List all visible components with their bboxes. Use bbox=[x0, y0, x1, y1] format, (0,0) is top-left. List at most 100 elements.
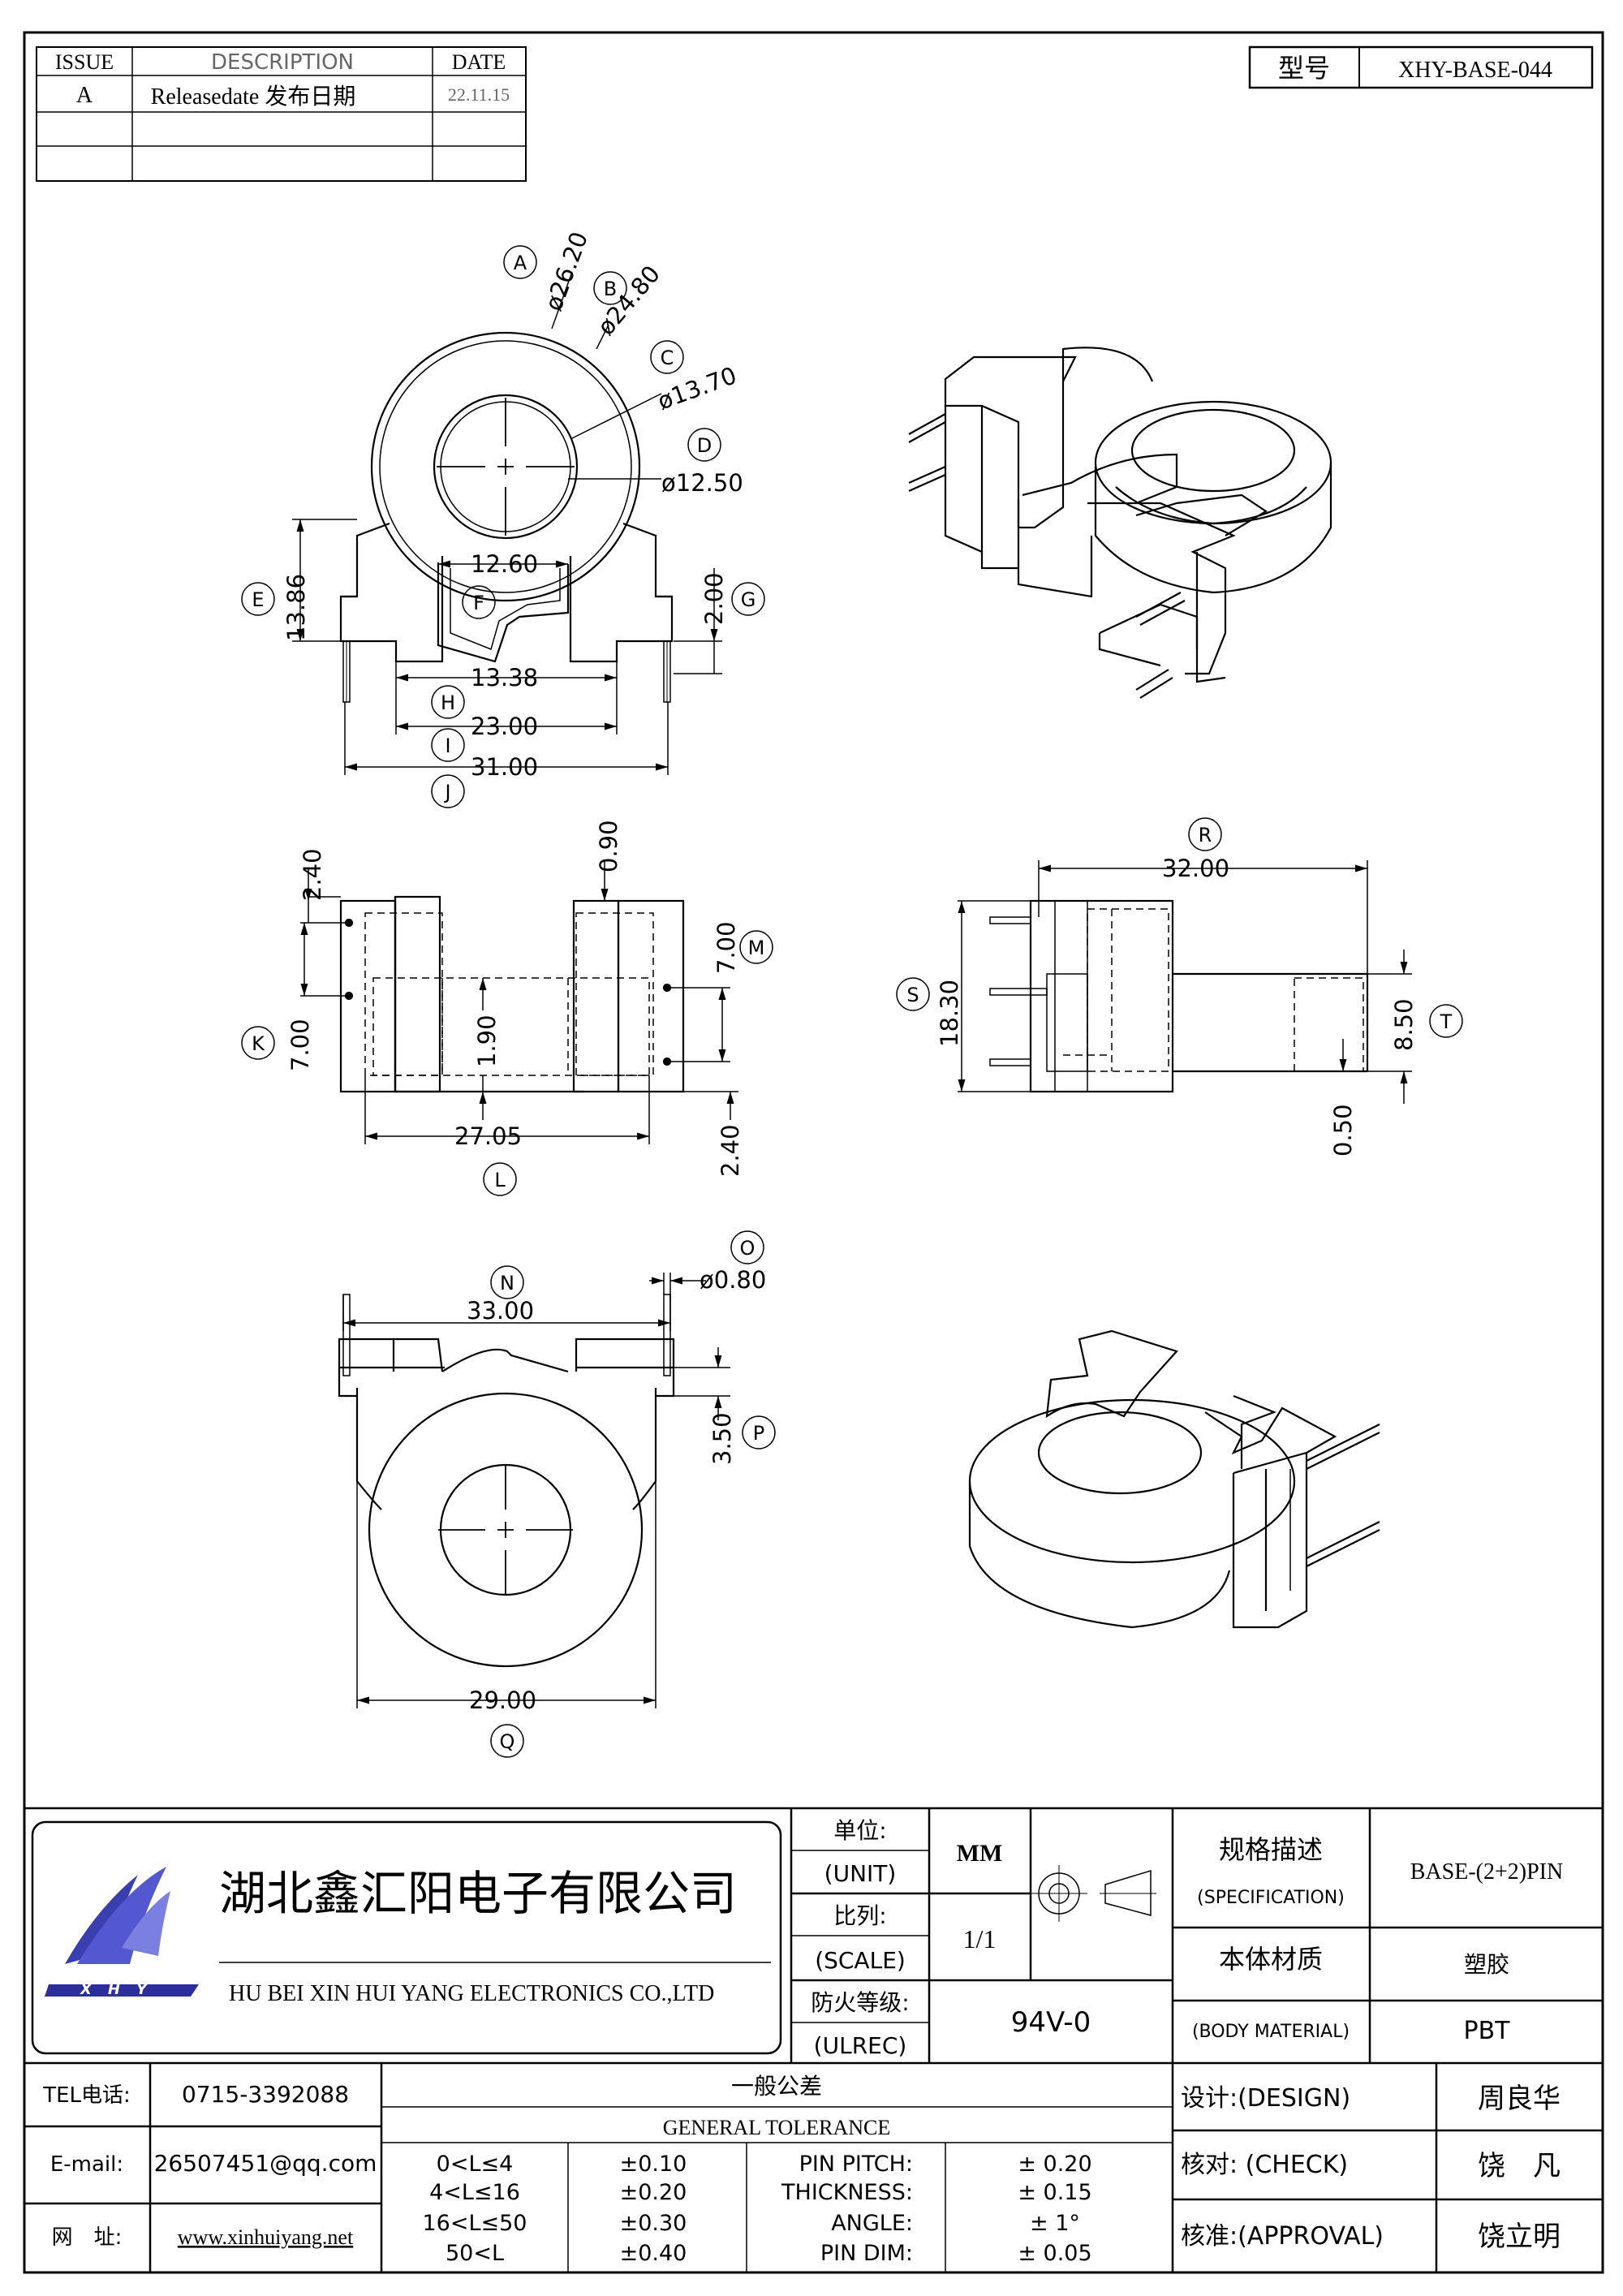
pin-value-4: ± 0.05 bbox=[1018, 2241, 1091, 2266]
bottom-view bbox=[338, 1294, 675, 1668]
company-name-en: HU BEI XIN HUI YANG ELECTRONICS CO.,LTD bbox=[229, 1981, 714, 2006]
center-mark bbox=[437, 398, 575, 536]
dim-0-50: 0.50 bbox=[1329, 1104, 1357, 1157]
check-label: 核对: (CHECK) bbox=[1181, 2151, 1348, 2179]
dim-o: ø0.80 bbox=[700, 1266, 766, 1294]
logo-text: XHY bbox=[80, 1981, 163, 1998]
iso-view-bottom bbox=[968, 1329, 1380, 1629]
approval-name: 饶立明 bbox=[1478, 2221, 1561, 2253]
callout-k: K bbox=[252, 1032, 265, 1055]
check-name: 饶 凡 bbox=[1478, 2150, 1561, 2182]
dim-k: 7.00 bbox=[286, 1019, 314, 1071]
callout-s: S bbox=[906, 984, 919, 1006]
model-box: 型号 XHY-BASE-044 bbox=[1248, 45, 1594, 89]
date-header: DATE bbox=[452, 50, 506, 74]
callout-q: Q bbox=[500, 1730, 515, 1753]
callout-o: O bbox=[740, 1237, 756, 1260]
outer-ring-a bbox=[370, 331, 641, 602]
scale-value: 1/1 bbox=[963, 1924, 997, 1954]
web-value: www.xinhuiyang.net bbox=[178, 2225, 354, 2249]
design-label: 设计:(DESIGN) bbox=[1181, 2084, 1350, 2113]
dim-2-40-bottom: 2.40 bbox=[717, 1124, 744, 1177]
dim-f: 12.60 bbox=[471, 550, 538, 578]
tol-value-2: ±0.20 bbox=[620, 2180, 687, 2205]
tolerance-en: GENERAL TOLERANCE bbox=[663, 2116, 890, 2139]
dimension-lines bbox=[292, 271, 1412, 1708]
tel-label: TEL电话: bbox=[42, 2083, 131, 2108]
dim-m: 7.00 bbox=[712, 921, 740, 974]
spec-value: BASE-(2+2)PIN bbox=[1410, 1859, 1563, 1885]
callout-g: G bbox=[741, 588, 756, 611]
dim-p: 3.50 bbox=[708, 1412, 736, 1465]
dim-d: ø12.50 bbox=[661, 469, 743, 497]
description-header: DESCRIPTION bbox=[211, 50, 354, 75]
tol-range-4: 50<L bbox=[446, 2241, 504, 2266]
pin-label-4: PIN DIM: bbox=[820, 2241, 913, 2266]
scale-cn: 比列: bbox=[833, 1902, 886, 1929]
description-cell: Releasedate 发布日期 bbox=[151, 84, 356, 110]
email-value: 26507451@qq.com bbox=[154, 2150, 377, 2177]
pin-value-3: ± 1° bbox=[1030, 2211, 1080, 2236]
side-view-left bbox=[339, 895, 685, 1093]
material-value: PBT bbox=[1464, 2017, 1511, 2045]
fire-cn: 防火等级: bbox=[811, 1989, 909, 2016]
company-logo: XHY bbox=[45, 1867, 199, 1998]
model-label: 型号 bbox=[1278, 53, 1330, 84]
scale-en: (SCALE) bbox=[815, 1947, 906, 1974]
fire-value: 94V-0 bbox=[1011, 2006, 1091, 2039]
dim-e: 13.86 bbox=[282, 574, 310, 641]
design-name: 周良华 bbox=[1478, 2083, 1561, 2115]
outer-ring-b bbox=[379, 340, 632, 593]
iso-view-top bbox=[908, 347, 1332, 699]
tel-value: 0715-3392088 bbox=[182, 2081, 349, 2108]
dim-2-40-top: 2.40 bbox=[299, 848, 326, 901]
callout-d: D bbox=[697, 434, 712, 457]
pin-value-1: ± 0.20 bbox=[1018, 2152, 1091, 2177]
sheet-border bbox=[23, 31, 1604, 2274]
callout-m: M bbox=[748, 937, 765, 959]
callout-h: H bbox=[441, 691, 455, 714]
dim-r: 32.00 bbox=[1162, 855, 1229, 882]
callout-a: A bbox=[514, 252, 527, 274]
company-name-cn: 湖北鑫汇阳电子有限公司 bbox=[219, 1866, 737, 1921]
callout-t: T bbox=[1440, 1010, 1453, 1033]
tol-value-3: ±0.30 bbox=[620, 2211, 687, 2236]
dim-t: 8.50 bbox=[1390, 998, 1418, 1051]
inner-hole-c bbox=[433, 394, 579, 540]
date-cell: 22.11.15 bbox=[448, 84, 510, 105]
web-label: 网 址: bbox=[52, 2225, 123, 2250]
unit-cn: 单位: bbox=[833, 1817, 886, 1844]
callout-l: L bbox=[494, 1169, 506, 1191]
fire-en: (ULREC) bbox=[814, 2032, 907, 2059]
dim-1-90: 1.90 bbox=[473, 1014, 501, 1067]
callout-e: E bbox=[252, 588, 264, 611]
tol-value-4: ±0.40 bbox=[620, 2241, 687, 2266]
revision-table: ISSUE DESCRIPTION DATE A Releasedate 发布日… bbox=[36, 46, 527, 182]
unit-value: MM bbox=[957, 1840, 1003, 1867]
callout-j: J bbox=[443, 781, 450, 803]
callout-i: I bbox=[445, 734, 450, 757]
callout-p: P bbox=[753, 1422, 764, 1445]
dim-0-90: 0.90 bbox=[595, 820, 622, 872]
dim-g: 2.00 bbox=[700, 572, 728, 625]
approval-label: 核准:(APPROVAL) bbox=[1181, 2222, 1384, 2251]
issue-cell: A bbox=[76, 83, 93, 108]
dim-i: 23.00 bbox=[471, 713, 538, 740]
title-block bbox=[24, 1807, 1603, 2272]
unit-en: (UNIT) bbox=[824, 1860, 897, 1887]
dim-h: 13.38 bbox=[471, 664, 538, 691]
spec-en: (SPECIFICATION) bbox=[1197, 1888, 1345, 1908]
callout-bubbles: A B C D E F G H I J K L M R S T N O P Q bbox=[241, 245, 1463, 1758]
pin-value-2: ± 0.15 bbox=[1018, 2180, 1091, 2205]
email-label: E-mail: bbox=[50, 2152, 123, 2177]
pin-label-2: THICKNESS: bbox=[781, 2180, 913, 2205]
tol-value-1: ±0.10 bbox=[620, 2152, 687, 2177]
spec-cn: 规格描述 bbox=[1219, 1834, 1323, 1865]
tol-range-3: 16<L≤50 bbox=[422, 2211, 527, 2236]
tol-range-2: 4<L≤16 bbox=[429, 2180, 520, 2205]
callout-b: B bbox=[604, 278, 617, 300]
tolerance-cn: 一般公差 bbox=[731, 2073, 822, 2100]
callout-c: C bbox=[661, 347, 674, 369]
model-value: XHY-BASE-044 bbox=[1398, 58, 1552, 83]
